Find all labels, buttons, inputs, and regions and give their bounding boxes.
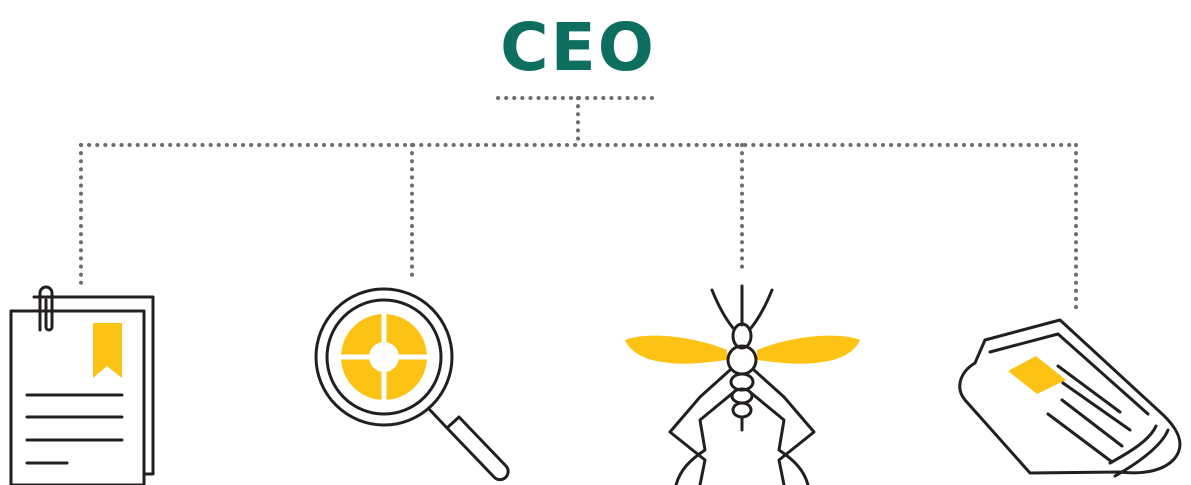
connector-lines xyxy=(79,96,1078,312)
magnifying-glass-over-chart-icon xyxy=(314,287,510,482)
ceo-title: CEO xyxy=(500,9,656,86)
rolled-newspaper-icon xyxy=(958,318,1182,478)
mosquito-icon xyxy=(625,284,860,485)
clipped-document-with-bookmark-icon xyxy=(9,285,155,485)
